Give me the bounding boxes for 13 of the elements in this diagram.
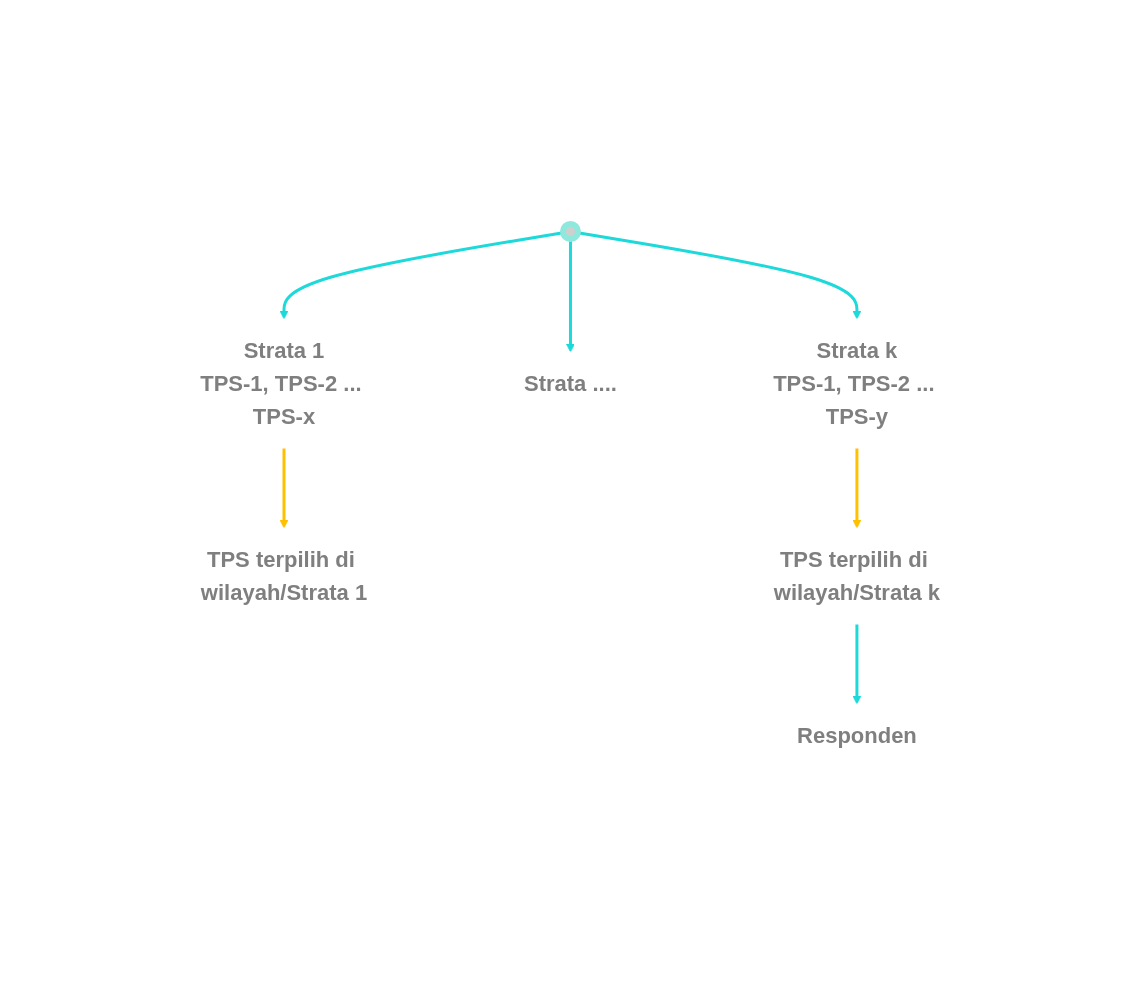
node-text: Strata k TPS-1, TPS-2 ... TPS-y bbox=[772, 338, 935, 429]
node-picture bbox=[559, 221, 581, 242]
node-text: TPS terpilih di wilayah/Strata k bbox=[773, 547, 940, 605]
arrow bbox=[852, 448, 861, 529]
node-text: Responden bbox=[796, 723, 917, 748]
arrow bbox=[279, 448, 288, 529]
arrow bbox=[279, 231, 563, 320]
node-text: TPS terpilih di wilayah/Strata 1 bbox=[200, 547, 367, 605]
node-text: Strata .... bbox=[523, 371, 617, 396]
arrow bbox=[565, 239, 575, 353]
arrow bbox=[852, 624, 861, 705]
node-text: Strata 1 TPS-1, TPS-2 ... TPS-x bbox=[199, 338, 362, 429]
arrow bbox=[577, 231, 861, 320]
